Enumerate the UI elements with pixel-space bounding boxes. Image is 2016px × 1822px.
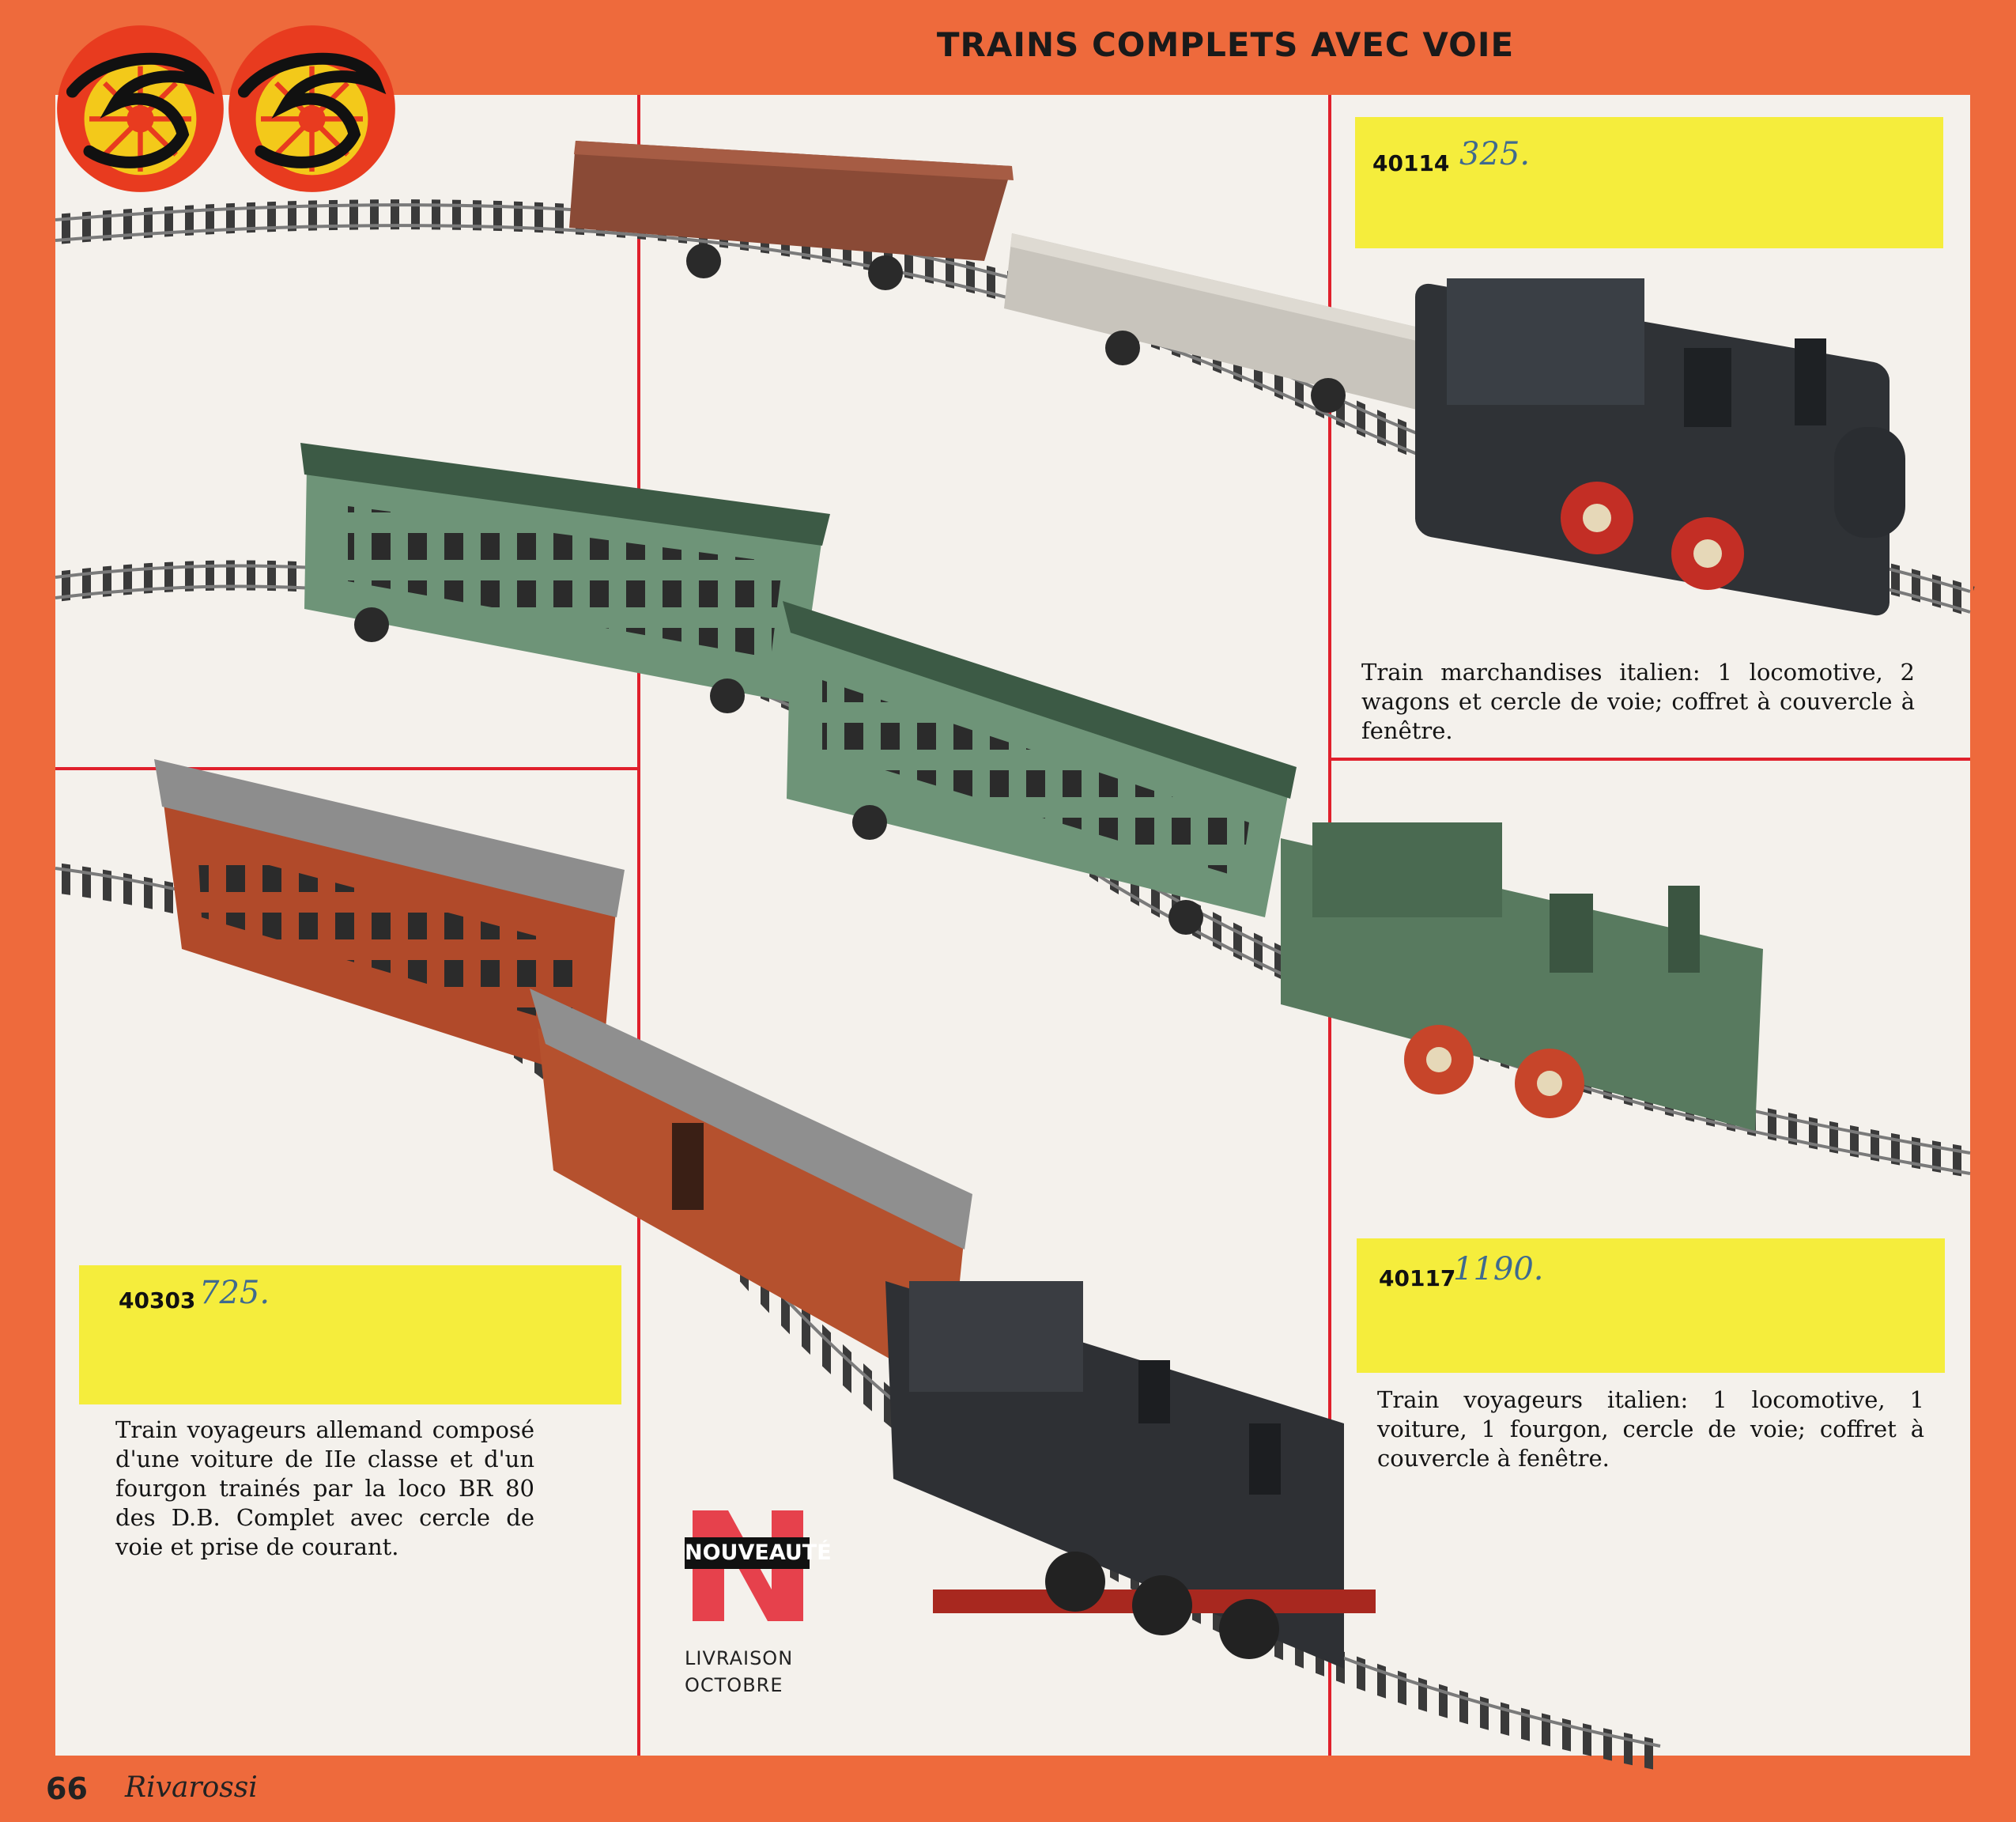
freight-wagon-grey	[1004, 233, 1440, 413]
passenger-coach-red-german	[154, 759, 625, 1083]
baggage-van-red-german	[530, 988, 972, 1392]
price-box-40117	[1357, 1238, 1945, 1373]
wheel-logo-icon	[228, 25, 395, 192]
wheel-logo-icon	[57, 25, 224, 192]
delivery-line-1: LIVRAISON	[685, 1647, 794, 1669]
delivery-note: LIVRAISON OCTOBRE	[685, 1645, 793, 1699]
nouveaute-badge: NOUVEAUTÉ	[685, 1537, 832, 1569]
product-description-40303: Train voyageurs allemand composé d'une v…	[115, 1416, 534, 1560]
delivery-line-2: OCTOBRE	[685, 1674, 783, 1696]
locomotive-green-italian	[1281, 822, 1763, 1131]
grid-line-horizontal-right	[1330, 758, 1970, 761]
product-price-40117: 1190.	[1453, 1251, 1544, 1287]
price-box-40114	[1355, 117, 1943, 248]
product-price-40303: 725.	[199, 1275, 270, 1311]
product-code-40303: 40303	[119, 1287, 196, 1314]
freight-wagon-brown	[569, 141, 1014, 290]
grid-line-horizontal-left	[55, 767, 640, 770]
product-code-40114: 40114	[1372, 150, 1450, 176]
locomotive-black-br80	[885, 1281, 1376, 1669]
passenger-coach-green-2	[783, 601, 1297, 935]
brand-logo: Rivarossi	[125, 1771, 258, 1804]
product-code-40117: 40117	[1379, 1265, 1456, 1291]
page-title: TRAINS COMPLETS AVEC VOIE	[936, 25, 1515, 64]
page-number: 66	[46, 1771, 88, 1806]
product-description-40114: Train marchandises italien: 1 locomotive…	[1361, 659, 1915, 744]
passenger-coach-green-1	[300, 443, 830, 713]
grid-line-vertical-left	[637, 95, 640, 1756]
product-description-40117: Train voyageurs italien: 1 locomotive, 1…	[1377, 1386, 1924, 1472]
product-price-40114: 325.	[1459, 136, 1531, 172]
locomotive-black-italian	[1415, 278, 1905, 616]
price-box-40303	[79, 1265, 621, 1404]
